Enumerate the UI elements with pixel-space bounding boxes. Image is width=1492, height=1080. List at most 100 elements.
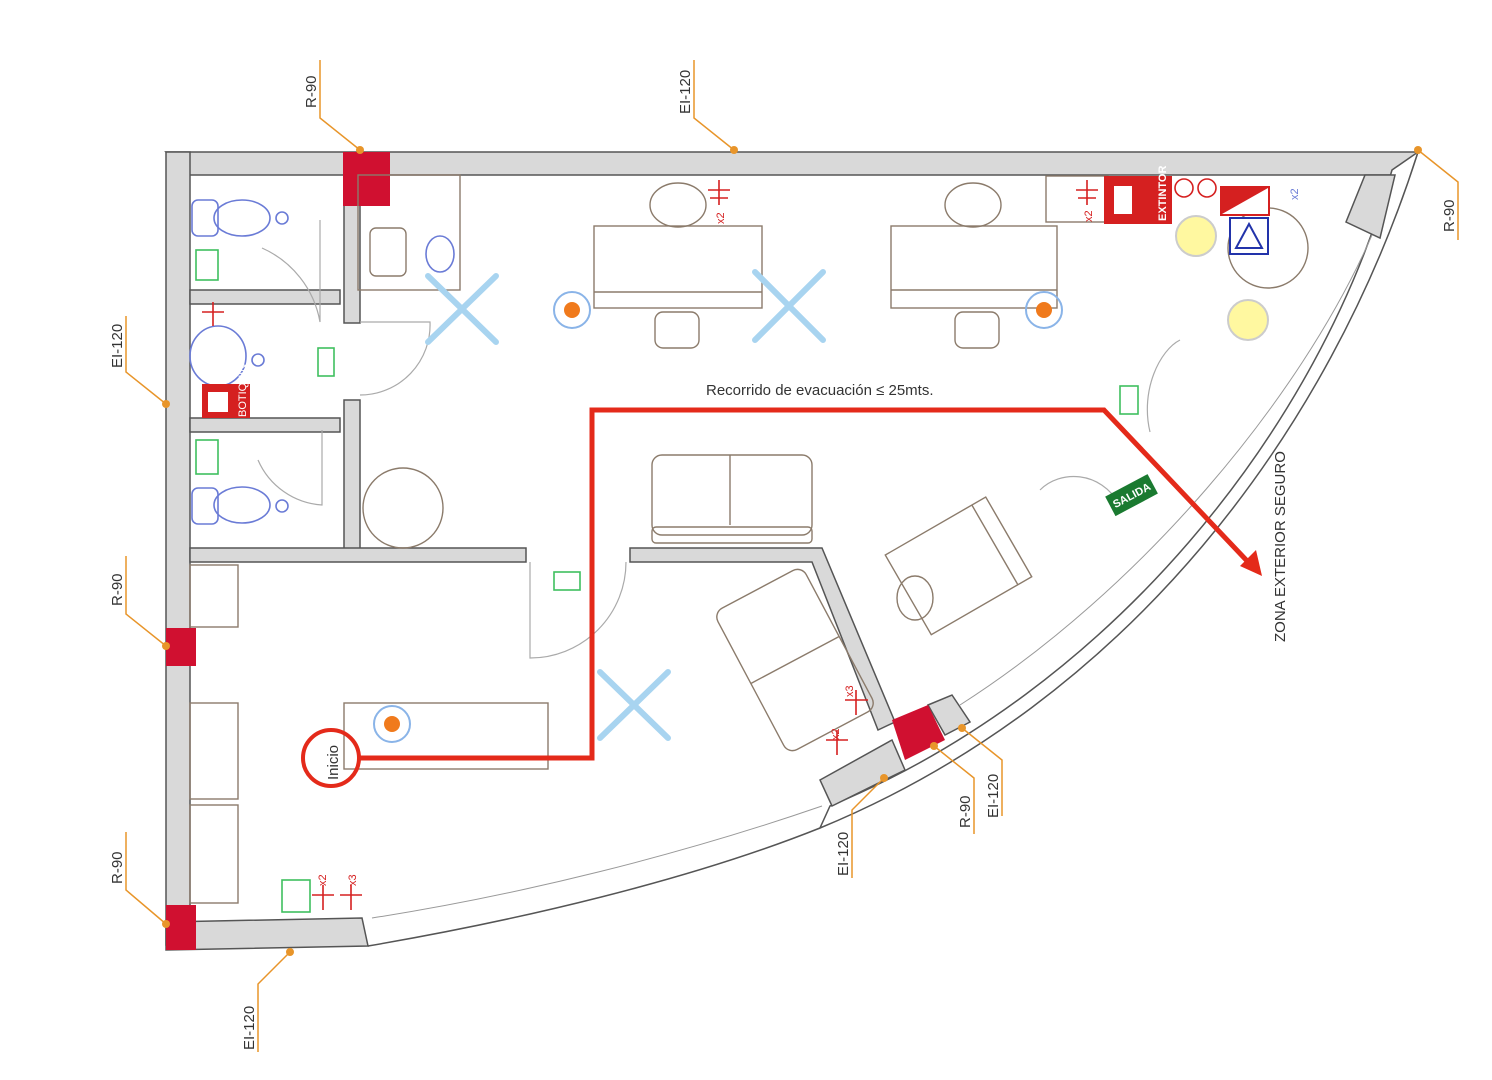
salida-sign bbox=[1105, 474, 1158, 517]
fire-rating-leaders: R-90 EI-120 R-90 EI-120 R-90 R-90 EI-120… bbox=[109, 60, 1459, 1052]
desk-2-seat bbox=[954, 311, 1000, 349]
desk-1-seat bbox=[654, 311, 700, 349]
extintor-sign-text: EXTINTOR bbox=[1157, 166, 1169, 221]
qty-bottom-detector-b: x3 bbox=[347, 874, 359, 886]
evacuation-route: Inicio Recorrido de evacuación ≤ 25mts. … bbox=[301, 382, 1289, 788]
shelf-1 bbox=[189, 564, 239, 628]
wc-counter bbox=[357, 174, 461, 291]
toilet-2-tank bbox=[191, 487, 219, 525]
extractor-1 bbox=[195, 249, 219, 281]
qty-lounge-detector-a: x3 bbox=[844, 685, 856, 697]
toilet-1 bbox=[213, 199, 271, 237]
emergency-light-3 bbox=[1119, 385, 1139, 415]
route-line bbox=[360, 407, 1252, 761]
detector-icon-top bbox=[708, 180, 730, 205]
qty-top-left-detector: x2 bbox=[715, 212, 727, 224]
shelf-3 bbox=[189, 804, 239, 904]
light-3 bbox=[384, 716, 400, 732]
ceiling-light-2 bbox=[1227, 299, 1269, 341]
desk-1-chair bbox=[649, 182, 707, 228]
diffuser-3 bbox=[597, 669, 671, 741]
detector-icon-bottom-b bbox=[340, 885, 362, 910]
rating-top-wall: EI-120 bbox=[677, 70, 694, 114]
walls bbox=[164, 150, 1420, 951]
doors bbox=[257, 220, 1181, 659]
corner-block bbox=[1345, 174, 1396, 240]
light-ring-1 bbox=[553, 291, 591, 329]
botiquin-sign-text: BOTIQUIN bbox=[237, 364, 249, 417]
door-wc-bottom bbox=[257, 430, 323, 506]
detector-icon-lounge-a bbox=[845, 690, 868, 715]
left-wall bbox=[165, 151, 191, 946]
rating-left-wall-upper: EI-120 bbox=[109, 324, 126, 368]
door-wc-top bbox=[261, 220, 321, 323]
emergency-light-1 bbox=[317, 347, 335, 377]
qty-top-right-extinguisher: x2 bbox=[1083, 210, 1095, 222]
diffusers bbox=[425, 269, 826, 741]
route-start-label: Inicio bbox=[325, 745, 342, 780]
round-table bbox=[362, 467, 444, 549]
desk-1 bbox=[593, 225, 763, 309]
qty-lounge-detector-b: x2 bbox=[830, 728, 842, 740]
sanitary bbox=[189, 199, 455, 525]
door-right bbox=[1146, 339, 1181, 433]
rating-left-column-middle: R-90 bbox=[109, 573, 126, 606]
qty-bottom-detector-a: x2 bbox=[317, 874, 329, 886]
sink-2 bbox=[425, 235, 455, 273]
rating-top-right-corner: R-90 bbox=[1441, 199, 1458, 232]
rating-curved-wall-right: EI-120 bbox=[985, 774, 1002, 818]
rating-top-left-column: R-90 bbox=[303, 75, 320, 108]
desk-2 bbox=[890, 225, 1058, 309]
toilet-1-tank bbox=[191, 199, 219, 237]
route-destination-label: ZONA EXTERIOR SEGURO bbox=[1272, 451, 1289, 642]
safety-signs: EXTINTOR BOTIQUIN SALIDA bbox=[202, 166, 1270, 517]
detectors bbox=[202, 180, 1098, 910]
manager-chair bbox=[896, 575, 934, 621]
bottom-wall bbox=[165, 917, 369, 951]
toilet-2 bbox=[213, 486, 271, 524]
diffuser-2 bbox=[752, 269, 826, 343]
corridor-wall-left bbox=[189, 547, 527, 563]
corridor-wall-right bbox=[629, 547, 896, 732]
curved-wall bbox=[818, 150, 1420, 830]
alarm-button-icon bbox=[1197, 178, 1217, 198]
quantity-labels: x2 x2 x2 x3 x2 x2 x3 bbox=[317, 188, 1301, 886]
detector-icon-wc bbox=[202, 302, 224, 326]
reception-desk bbox=[343, 702, 549, 770]
emergency-lights bbox=[195, 249, 1139, 913]
diffuser-1 bbox=[425, 273, 499, 345]
rating-bottom-wall: EI-120 bbox=[241, 1006, 258, 1050]
column-left-bottom bbox=[166, 905, 196, 950]
wc-chair bbox=[369, 227, 407, 277]
door-wc-middle bbox=[359, 321, 431, 396]
light-1 bbox=[564, 302, 580, 318]
detector-icon-lounge-b bbox=[826, 730, 848, 755]
manager-desk bbox=[884, 496, 1033, 636]
partition-wc-2 bbox=[189, 417, 341, 433]
light-2 bbox=[1036, 302, 1052, 318]
desk-2-chair bbox=[944, 182, 1002, 228]
route-arrowhead bbox=[1240, 550, 1262, 576]
furniture bbox=[189, 174, 1309, 904]
extractor-3 bbox=[281, 879, 311, 913]
column-left-middle bbox=[166, 628, 196, 666]
route-label: Recorrido de evacuación ≤ 25mts. bbox=[706, 382, 934, 399]
alarm-bell-icon bbox=[1174, 178, 1194, 198]
shelf-2 bbox=[189, 702, 239, 800]
rating-curved-wall-mid: EI-120 bbox=[835, 832, 852, 876]
rating-curved-column: R-90 bbox=[957, 795, 974, 828]
sofa bbox=[651, 454, 813, 536]
detector-icon-top-right bbox=[1076, 180, 1098, 205]
wc-wall-lower bbox=[343, 399, 361, 551]
ceiling-light-1 bbox=[1175, 215, 1217, 257]
lights bbox=[373, 215, 1269, 743]
flush-1 bbox=[275, 211, 289, 225]
flush-2 bbox=[275, 499, 289, 513]
qty-top-right-sprinkler: x2 bbox=[1289, 188, 1301, 200]
curved-wall-segment-a bbox=[819, 738, 906, 808]
emergency-light-2 bbox=[553, 571, 581, 591]
route-start-marker bbox=[301, 728, 361, 788]
door-corridor bbox=[529, 561, 627, 659]
column-top-left bbox=[343, 152, 390, 206]
